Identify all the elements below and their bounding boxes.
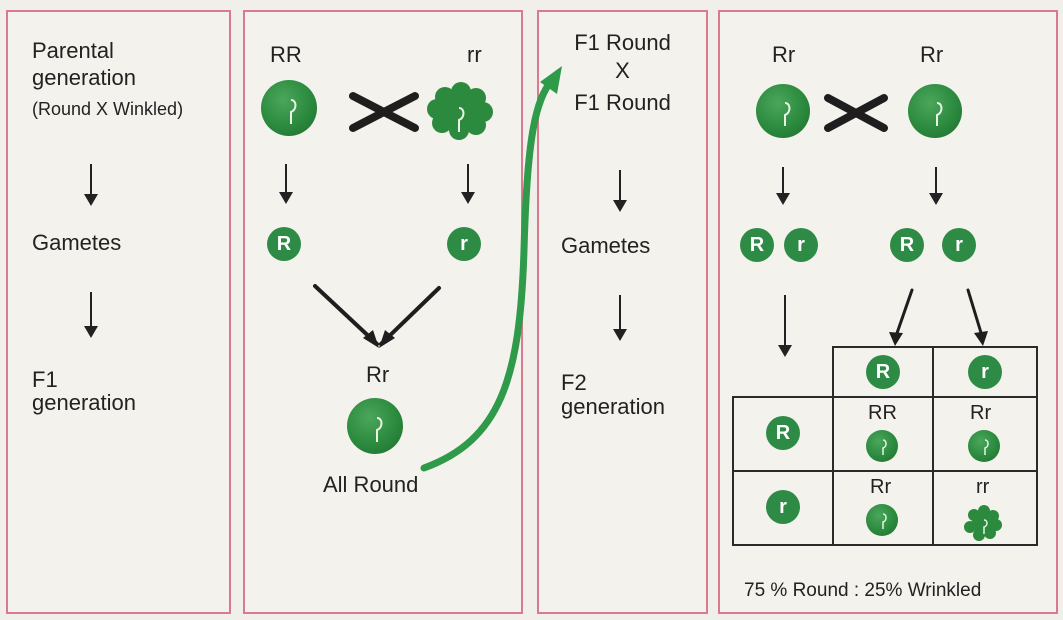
parent-genotype-rr-dominant: RR — [270, 42, 302, 67]
round-pea-icon — [261, 80, 317, 136]
round-pea-icon — [866, 430, 898, 462]
parental-label-line1: Parental — [32, 38, 114, 63]
round-pea-icon — [908, 84, 962, 138]
f1-label-line1: F1 — [32, 367, 58, 392]
down-arrow-icon — [929, 167, 943, 205]
f2-label-line1: F2 — [561, 370, 587, 395]
f1-cross-line1: F1 Round — [574, 30, 671, 55]
gamete-dominant-r: R — [267, 227, 301, 261]
gamete-right-r-dominant: R — [890, 228, 924, 262]
down-arrow-icon — [84, 292, 98, 338]
round-pea-icon — [347, 398, 403, 454]
parental-label-line2: generation — [32, 65, 136, 90]
punnett-grid-line — [732, 396, 1038, 398]
punnett-grid-line — [1036, 346, 1038, 546]
phenotype-ratio: 75 % Round : 25% Wrinkled — [744, 580, 982, 601]
parent-genotype-left: Rr — [772, 42, 796, 67]
punnett-grid-line — [832, 346, 1038, 348]
parental-cross-label: (Round X Winkled) — [32, 99, 184, 119]
result-label: All Round — [323, 472, 419, 497]
gamete-right-r-recessive: r — [942, 228, 976, 262]
punnett-cell-genotype: rr — [976, 476, 990, 498]
parent-genotype-right: Rr — [920, 42, 944, 67]
wrinkled-pea-icon — [427, 82, 493, 140]
gamete-left-r-recessive: r — [784, 228, 818, 262]
panel-monohybrid-cross: RR rr R r Rr All Round — [243, 10, 523, 614]
down-arrow-icon — [613, 295, 627, 341]
down-arrow-icon — [613, 170, 627, 212]
cross-x-label: X — [615, 58, 630, 83]
gamete-recessive-r: r — [447, 227, 481, 261]
diverging-arrows-icon — [889, 288, 988, 346]
punnett-row-header: r — [766, 490, 800, 524]
round-pea-icon — [866, 504, 898, 536]
cross-x-icon — [349, 92, 419, 132]
down-arrow-icon — [776, 167, 790, 205]
converging-arrows-icon — [313, 284, 441, 348]
f1-label-line2: generation — [32, 390, 136, 415]
punnett-col-header: R — [866, 355, 900, 389]
punnett-cell-genotype: Rr — [870, 476, 892, 498]
round-pea-icon — [756, 84, 810, 138]
punnett-col-header: r — [968, 355, 1002, 389]
punnett-grid-line — [732, 470, 1038, 472]
punnett-row-header: R — [766, 416, 800, 450]
f2-label-line2: generation — [561, 394, 665, 419]
down-arrow-icon — [461, 164, 475, 204]
panel-f1-self-cross-labels: F1 Round X F1 Round Gametes F2 generatio… — [537, 10, 708, 614]
gametes-label: Gametes — [561, 233, 651, 258]
gametes-label: Gametes — [32, 230, 122, 255]
round-pea-icon — [968, 430, 1000, 462]
punnett-cell-genotype: Rr — [970, 402, 992, 424]
down-arrow-icon — [84, 164, 98, 206]
down-arrow-icon — [279, 164, 293, 204]
punnett-grid-line — [932, 346, 934, 546]
wrinkled-pea-icon — [964, 505, 1002, 541]
down-arrow-icon — [778, 295, 792, 357]
punnett-grid-line — [732, 544, 1038, 546]
f1-cross-line2: F1 Round — [574, 90, 671, 115]
cross-x-icon — [824, 94, 888, 132]
punnett-cell-genotype: RR — [868, 402, 897, 424]
punnett-grid-line — [832, 346, 834, 546]
gamete-left-r-dominant: R — [740, 228, 774, 262]
offspring-genotype: Rr — [366, 362, 390, 387]
parent-genotype-rr-recessive: rr — [467, 42, 482, 67]
panel-labels: Parental generation (Round X Winkled) Ga… — [6, 10, 231, 614]
panel-f2-cross: Rr Rr R r R r R r R r RR Rr Rr rr — [718, 10, 1058, 614]
